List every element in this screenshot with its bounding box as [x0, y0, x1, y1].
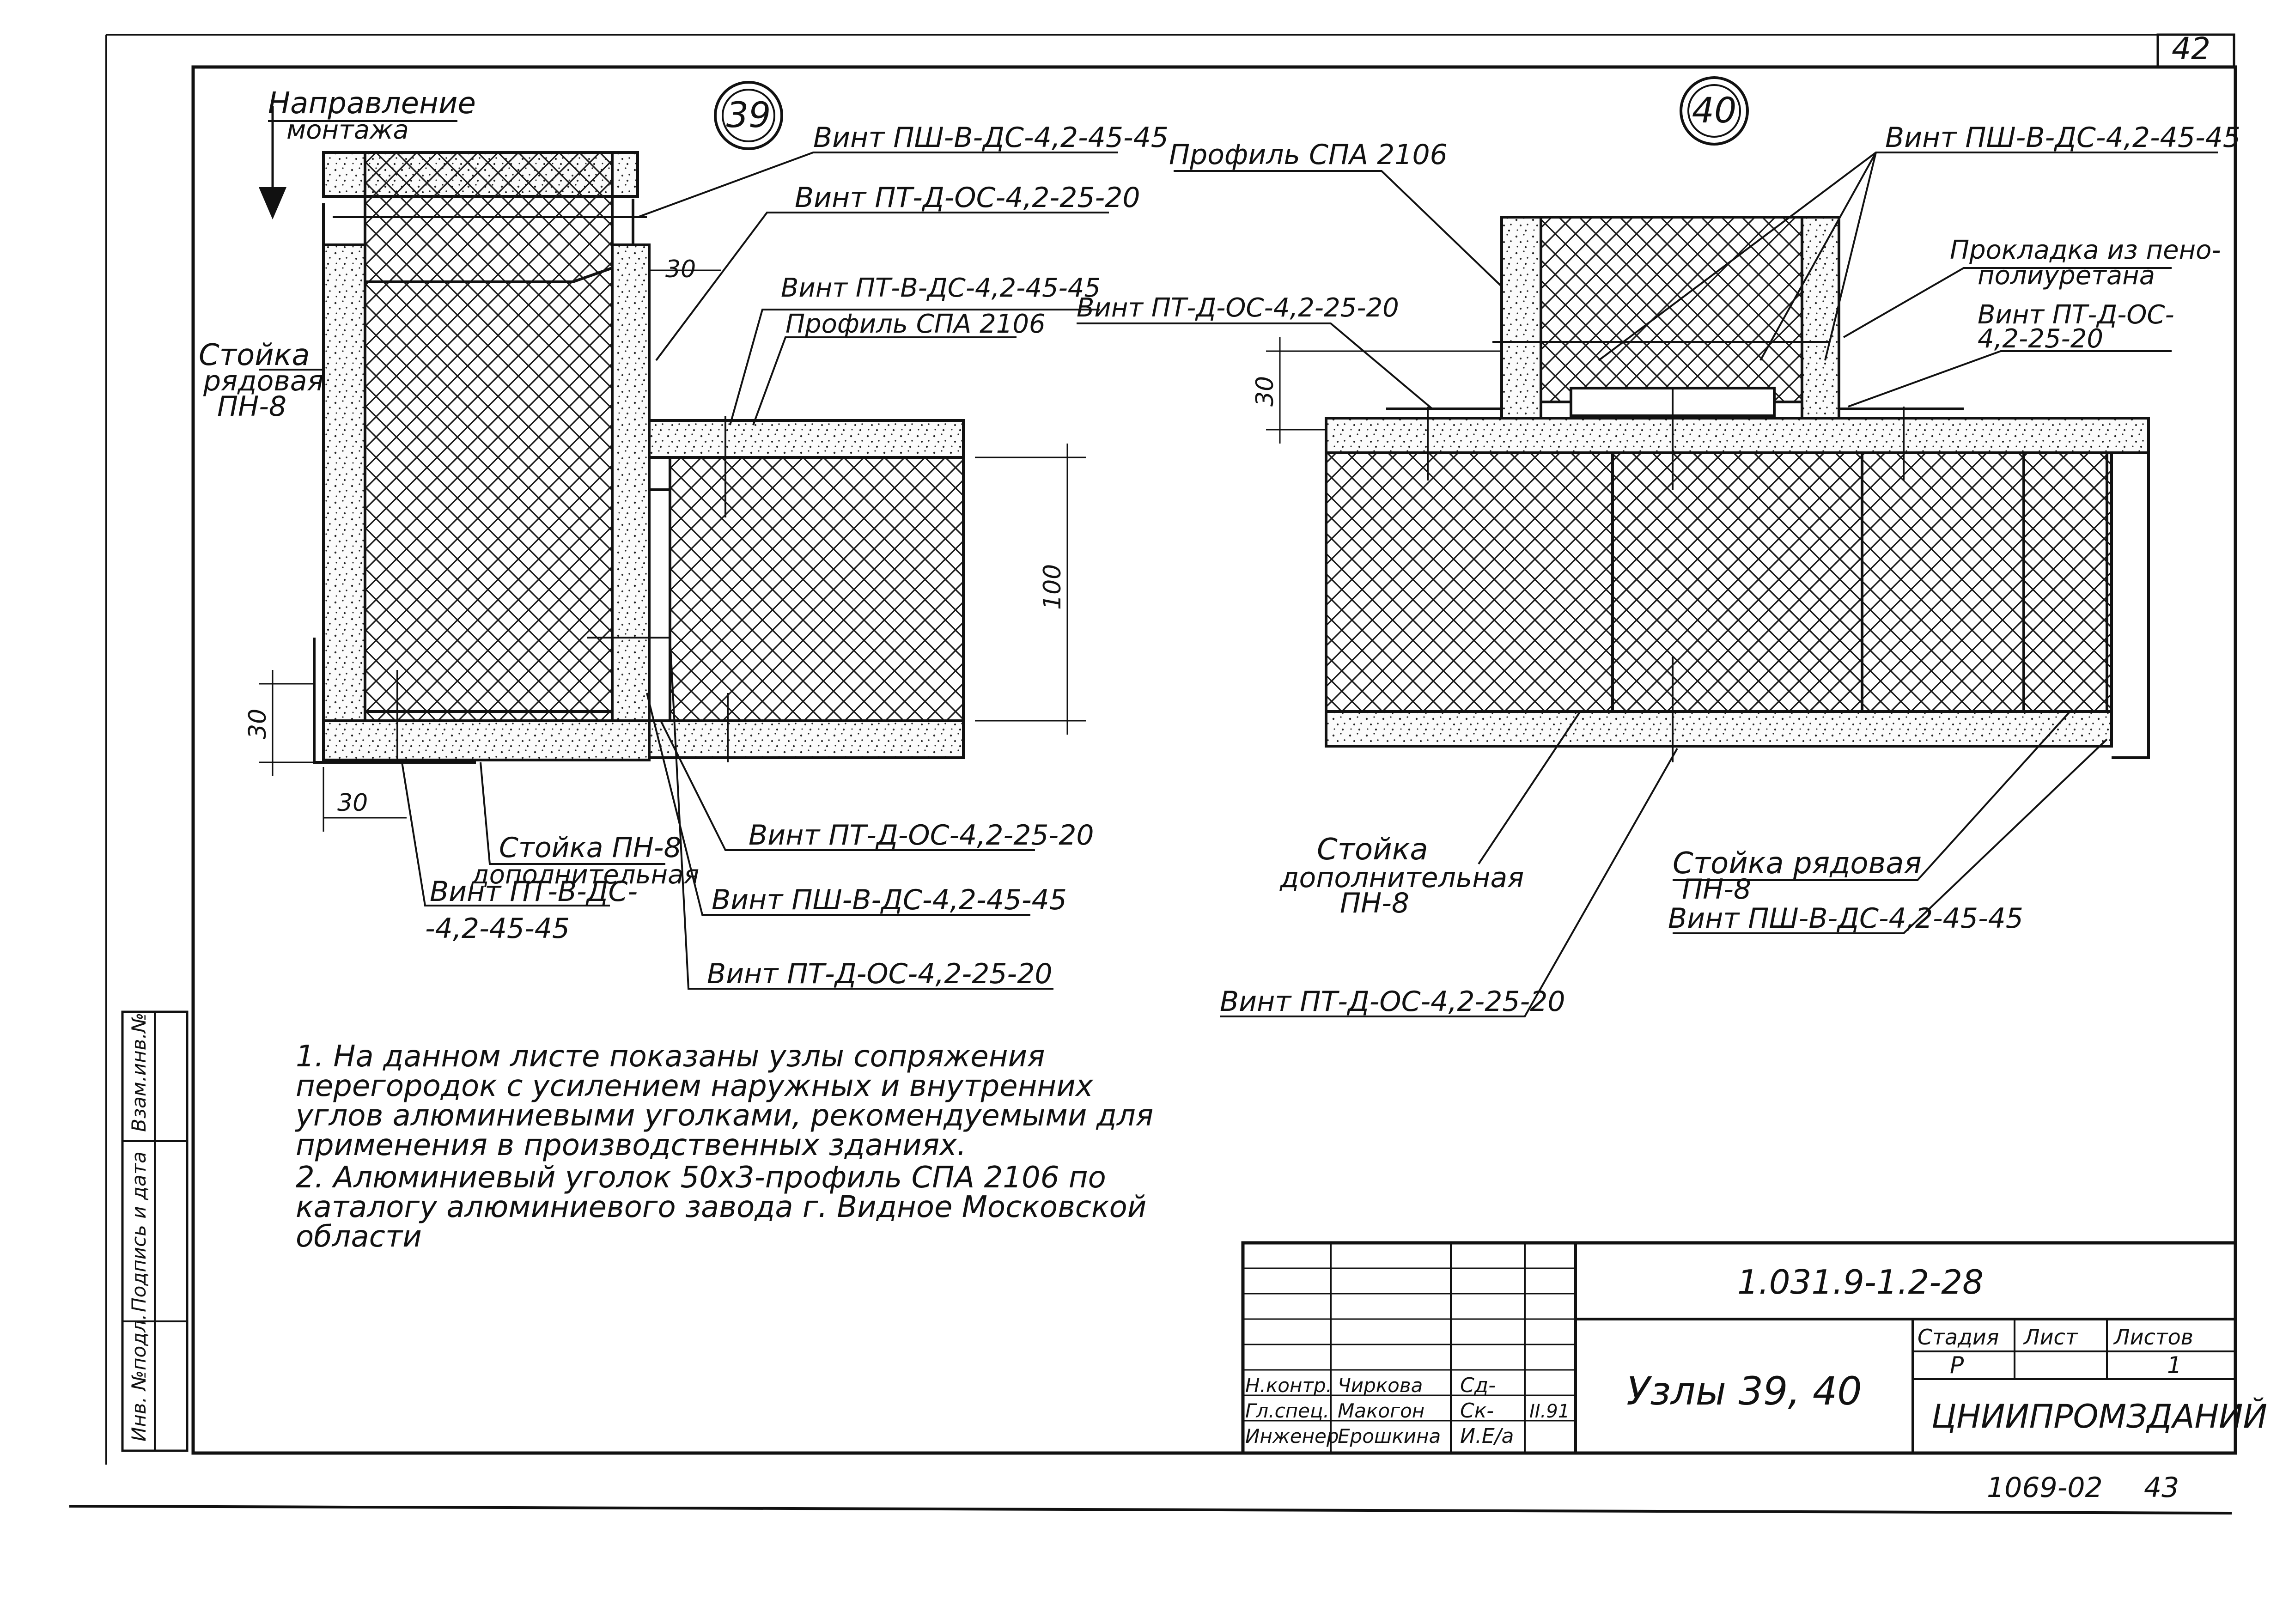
n40-post-add-label-3: ПН-8 [1340, 887, 1409, 919]
n40-screw-mid-label: Винт ПТ-Д-ОС-4,2-25-20 [1077, 293, 1399, 323]
dim-height-100: 100 [1039, 564, 1066, 610]
dim-left-30: 30 [337, 789, 368, 817]
node-39-number: 39 [726, 94, 771, 135]
stamp-signature-date: Подпись и дата [128, 1151, 150, 1312]
stage-header: Стадия [1918, 1325, 1999, 1350]
role-1: Н.контр. [1245, 1374, 1332, 1397]
n39-screw-ptd-label: Винт ПТ-Д-ОС-4,2-25-20 [795, 182, 1140, 214]
n40-gasket-label-1: Прокладка из пено- [1950, 235, 2221, 265]
n39-screw-ptv-label: Винт ПТ-В-ДС-4,2-45-45 [781, 273, 1101, 303]
n40-post-reg-label-2: ПН-8 [1682, 873, 1751, 906]
mount-direction-label-2: монтажа [286, 115, 409, 145]
n39-profile-label: Профиль СПА 2106 [785, 309, 1046, 339]
n39-screw-top-label: Винт ПШ-В-ДС-4,2-45-45 [813, 122, 1169, 154]
node-39: 39 Направление монтажа [199, 81, 1169, 990]
notes: 1. На данном листе показаны узлы сопряже… [296, 1042, 1174, 1254]
name-3: Ерошкина [1338, 1425, 1441, 1448]
footer-code: 1069-02 [1987, 1472, 2103, 1504]
n39-screw-b1-label: Винт ПТ-Д-ОС-4,2-25-20 [749, 819, 1094, 852]
title-block [1241, 1241, 2237, 1455]
mount-direction: Направление монтажа [259, 86, 476, 219]
sheet-header: Лист [2023, 1325, 2078, 1350]
sign-2: Ск- [1460, 1399, 1494, 1423]
name-1: Чиркова [1338, 1374, 1423, 1397]
n39-screw-bl-label-2: -4,2-45-45 [425, 912, 570, 945]
drawing-title: Узлы 39, 40 [1626, 1369, 1862, 1414]
n40-screw-right-label-2: 4,2-25-20 [1978, 324, 2103, 354]
n39-post-add-label-2: дополнительная [471, 860, 699, 890]
side-stamp: Инв. №подл. Подпись и дата Взам.инв.№ [121, 1010, 189, 1452]
title-block-text: 1.031.9-1.2-28 Узлы 39, 40 ЦНИИПРОМЗДАНИ… [1245, 1263, 2267, 1448]
n40-profile-label: Профиль СПА 2106 [1169, 139, 1448, 171]
sheets-header: Листов [2113, 1325, 2193, 1350]
note-1: 1. На данном листе показаны узлы сопряже… [296, 1040, 1154, 1162]
node-39-screws [333, 216, 729, 762]
sign-3: И.Е/а [1460, 1424, 1514, 1448]
note-2: 2. Алюминиевый уголок 50x3-профиль СПА 2… [296, 1161, 1147, 1254]
node-40-leaders [1077, 152, 2218, 1017]
sheet-number: 42 [2172, 31, 2210, 67]
n39-screw-b3-label: Винт ПТ-Д-ОС-4,2-25-20 [707, 958, 1053, 990]
n39-screw-b2-label: Винт ПШ-В-ДС-4,2-45-45 [712, 884, 1067, 916]
sign-1: Сд- [1460, 1374, 1496, 1397]
node-40: 40 [1077, 76, 2240, 1018]
n40-dim-left-30: 30 [1251, 376, 1279, 407]
document-code: 1.031.9-1.2-28 [1737, 1263, 1984, 1302]
n40-post-add-label-1: Стойка [1317, 833, 1428, 867]
n39-screw-bl-label-1: Винт ПТ-В-ДС- [430, 876, 638, 908]
node-40-dimensions [1266, 337, 1502, 444]
footer-page: 43 [2144, 1472, 2179, 1504]
role-3: Инженер [1245, 1425, 1339, 1448]
node-39-dimensions [259, 269, 1086, 832]
n39-post-label-2: рядовая [203, 365, 324, 397]
n39-post-label-3: ПН-8 [217, 390, 286, 423]
n40-gasket-label-2: полиуретана [1978, 261, 2155, 291]
stamp-replace-inv: Взам.инв.№ [128, 1013, 150, 1132]
node-40-screws [1427, 341, 1905, 762]
organization-name: ЦНИИПРОМЗДАНИЙ [1931, 1398, 2267, 1435]
role-2: Гл.спец. [1245, 1399, 1329, 1422]
mount-direction-label-1: Направление [268, 86, 476, 121]
sheets-value: 1 [2167, 1352, 2182, 1379]
n40-post-reg-label-1: Стойка рядовая [1673, 846, 1922, 881]
node-40-structure [1325, 216, 2150, 759]
node-39-circle [714, 81, 783, 150]
date: II.91 [1529, 1401, 1570, 1422]
n40-post-add-label-2: дополнительная [1279, 862, 1524, 894]
node-40-circle [1680, 76, 1749, 146]
n40-screw-right-label-1: Винт ПТ-Д-ОС- [1978, 300, 2174, 330]
n39-post-label-1: Стойка [199, 338, 310, 372]
sheet-frame [69, 33, 2237, 1515]
n40-screw-br-label: Винт ПШ-В-ДС-4,2-45-45 [1668, 902, 2023, 935]
dim-bottom-30: 30 [244, 709, 272, 739]
dim-top-30: 30 [665, 255, 696, 283]
node-40-number: 40 [1692, 90, 1737, 131]
node-39-leaders [259, 152, 1118, 990]
stage-value: Р [1950, 1352, 1964, 1379]
n39-post-add-label-1: Стойка ПН-8 [499, 832, 682, 864]
node-39-structure [313, 151, 965, 764]
stamp-inv-no: Инв. №подл. [128, 1314, 150, 1442]
name-2: Макогон [1338, 1399, 1424, 1422]
n40-screw-bottom-label: Винт ПТ-Д-ОС-4,2-25-20 [1220, 985, 1565, 1018]
n40-screw-top-label: Винт ПШ-В-ДС-4,2-45-45 [1885, 122, 2240, 154]
